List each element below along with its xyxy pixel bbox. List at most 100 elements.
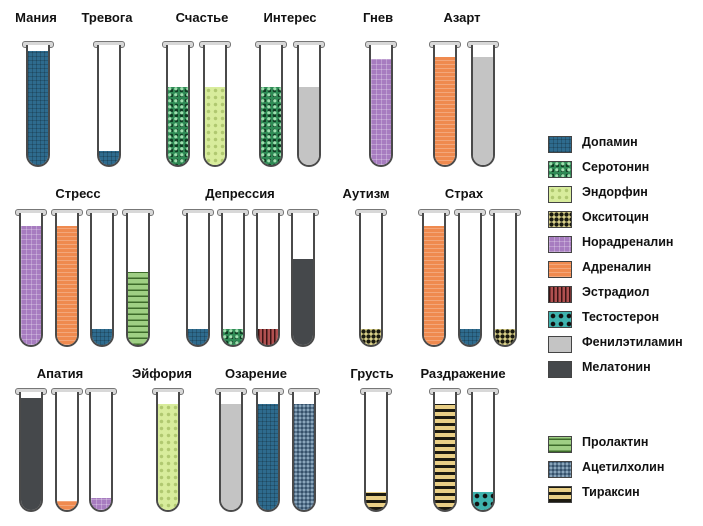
test-tube-endorphin: [203, 45, 227, 167]
test-tube-adrenaline: [55, 392, 79, 512]
legend-swatch-acetylcholine: [548, 461, 572, 478]
test-tube-adrenaline: [433, 45, 457, 167]
emotion-label: Раздражение: [420, 366, 506, 381]
tube-fill-phenyl: [221, 403, 241, 510]
tube-fill-dopamine: [28, 51, 48, 165]
legend-label: Пролактин: [582, 435, 649, 449]
legend-label: Фенилэтиламин: [582, 335, 683, 349]
tube-fill-endorphin: [158, 403, 178, 510]
legend-label: Окситоцин: [582, 210, 649, 224]
test-tube-phenyl: [297, 45, 321, 167]
tube-fill-adrenaline: [57, 226, 77, 345]
legend-swatch-estradiol: [548, 286, 572, 303]
test-tube-melatonin: [291, 213, 315, 347]
legend-label: Тестостерон: [582, 310, 660, 324]
tube-fill-noradrenaline: [91, 498, 111, 510]
test-tube-oxytocin: [493, 213, 517, 347]
legend-label: Эстрадиол: [582, 285, 650, 299]
emotion-label: Стресс: [55, 186, 101, 201]
emotion-label: Апатия: [36, 366, 84, 381]
legend-swatch-prolactin: [548, 436, 572, 453]
test-tube-melatonin: [19, 392, 43, 512]
emotion-label: Мания: [15, 10, 57, 25]
emotion-label: Тревога: [81, 10, 133, 25]
emotion-label: Аутизм: [342, 186, 390, 201]
tube-fill-testosterone: [473, 492, 493, 510]
test-tube-estradiol: [256, 213, 280, 347]
test-tube-oxytocin: [359, 213, 383, 347]
emotion-label: Грусть: [350, 366, 394, 381]
tube-fill-thyroxine: [366, 492, 386, 510]
legend-swatch-melatonin: [548, 361, 572, 378]
tube-fill-dopamine: [99, 150, 119, 165]
legend-label: Допамин: [582, 135, 638, 149]
emotion-label: Озарение: [225, 366, 287, 381]
tube-fill-oxytocin: [495, 329, 515, 345]
test-tube-dopamine: [458, 213, 482, 347]
emotion-label: Эйфория: [132, 366, 192, 381]
test-tube-serotonin: [166, 45, 190, 167]
legend-label: Норадреналин: [582, 235, 674, 249]
tube-fill-dopamine: [258, 403, 278, 510]
tube-fill-oxytocin: [361, 329, 381, 345]
emotion-label: Азарт: [443, 10, 481, 25]
test-tube-endorphin: [156, 392, 180, 512]
test-tube-noradrenaline: [89, 392, 113, 512]
tube-fill-noradrenaline: [21, 226, 41, 345]
test-tube-noradrenaline: [369, 45, 393, 167]
test-tube-phenyl: [471, 45, 495, 167]
tube-fill-adrenaline: [424, 226, 444, 345]
test-tube-serotonin: [259, 45, 283, 167]
test-tube-serotonin: [221, 213, 245, 347]
tube-fill-melatonin: [293, 259, 313, 345]
tube-fill-noradrenaline: [371, 59, 391, 165]
tube-fill-estradiol: [258, 329, 278, 345]
test-tube-noradrenaline: [19, 213, 43, 347]
legend-label: Мелатонин: [582, 360, 651, 374]
test-tube-thyroxine: [433, 392, 457, 512]
test-tube-phenyl: [219, 392, 243, 512]
test-tube-prolactin: [126, 213, 150, 347]
tube-fill-thyroxine: [435, 403, 455, 510]
test-tube-dopamine: [256, 392, 280, 512]
legend-swatch-noradrenaline: [548, 236, 572, 253]
tube-fill-dopamine: [92, 329, 112, 345]
tube-fill-serotonin: [223, 329, 243, 345]
legend-label: Серотонин: [582, 160, 650, 174]
legend-label: Адреналин: [582, 260, 652, 274]
tube-fill-serotonin: [168, 87, 188, 165]
legend-swatch-serotonin: [548, 161, 572, 178]
tube-fill-dopamine: [460, 329, 480, 345]
test-tube-testosterone: [471, 392, 495, 512]
emotion-label: Гнев: [362, 10, 394, 25]
tube-fill-adrenaline: [435, 57, 455, 165]
legend-label: Тираксин: [582, 485, 640, 499]
legend-swatch-dopamine: [548, 136, 572, 153]
test-tube-adrenaline: [55, 213, 79, 347]
legend-swatch-oxytocin: [548, 211, 572, 228]
tube-fill-dopamine: [188, 329, 208, 345]
test-tube-acetylcholine: [292, 392, 316, 512]
legend-swatch-testosterone: [548, 311, 572, 328]
tube-fill-adrenaline: [57, 500, 77, 510]
legend-swatch-thyroxine: [548, 486, 572, 503]
test-tube-dopamine: [186, 213, 210, 347]
test-tube-dopamine: [26, 45, 50, 167]
tube-fill-melatonin: [21, 397, 41, 510]
test-tube-dopamine: [97, 45, 121, 167]
legend-swatch-adrenaline: [548, 261, 572, 278]
legend-swatch-phenyl: [548, 336, 572, 353]
tube-fill-phenyl: [473, 57, 493, 165]
tube-fill-prolactin: [128, 272, 148, 345]
emotion-label: Счастье: [175, 10, 229, 25]
test-tube-dopamine: [90, 213, 114, 347]
legend-swatch-endorphin: [548, 186, 572, 203]
emotion-label: Страх: [444, 186, 484, 201]
legend-label: Эндорфин: [582, 185, 648, 199]
test-tube-adrenaline: [422, 213, 446, 347]
test-tube-thyroxine: [364, 392, 388, 512]
tube-fill-serotonin: [261, 87, 281, 165]
emotion-label: Интерес: [263, 10, 317, 25]
emotion-label: Депрессия: [205, 186, 275, 201]
